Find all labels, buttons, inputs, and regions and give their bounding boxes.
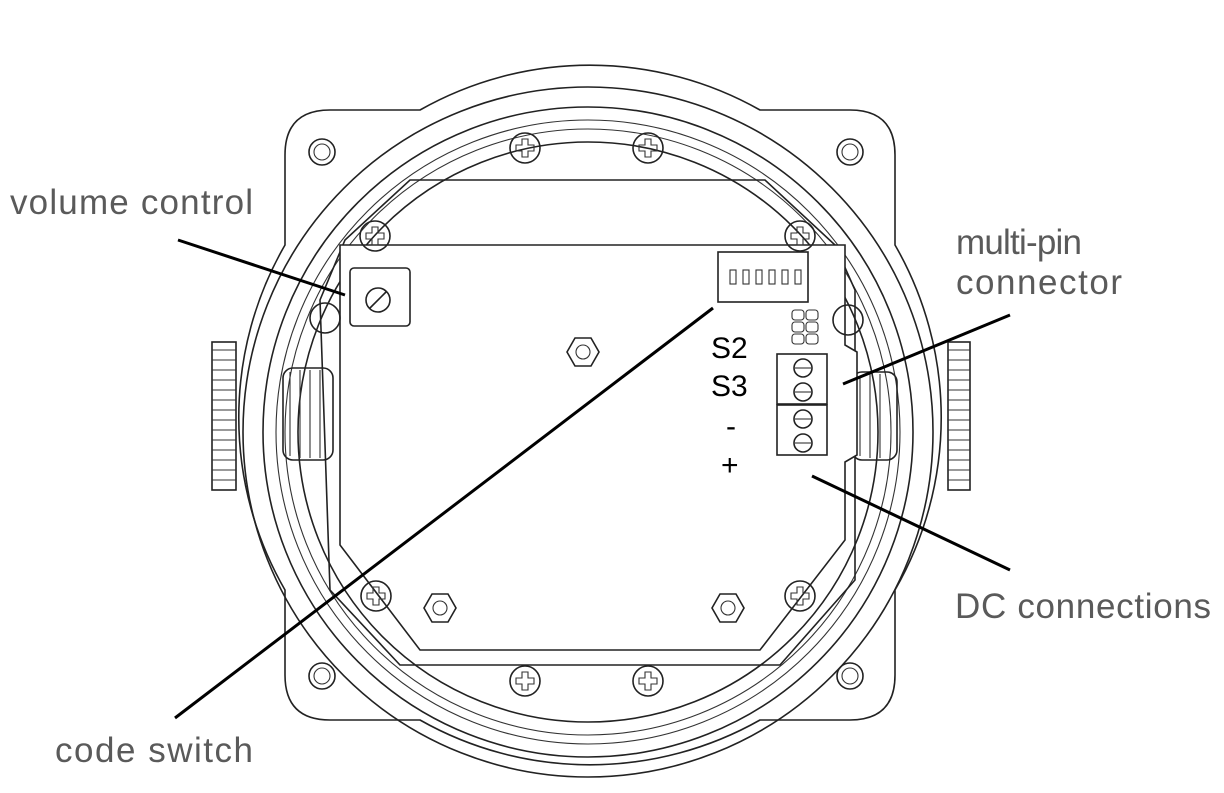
leader-volume-control [177,238,346,297]
terminal-label-minus: - [726,410,736,443]
left-cable-entry [211,341,334,491]
circuit-board [339,244,858,651]
volume-control-potentiometer [349,267,411,327]
terminal-label-s3: S3 [711,370,748,403]
callout-multi-pin: multi-pin [956,223,1082,262]
hex-nuts [423,337,745,623]
multi-pin-header [791,309,819,345]
code-switch-dip [717,251,809,303]
inner-plate [319,179,856,666]
mounting-flange [237,64,943,766]
callout-connector: connector [956,263,1122,302]
callout-volume-control: volume control [10,183,253,222]
callout-code-switch: code switch [55,731,253,770]
terminal-block [776,353,828,456]
housing-rings [242,86,934,778]
terminal-label-s2: S2 [711,332,748,365]
terminal-label-plus: + [721,449,739,482]
leader-dc-connections [811,474,1011,572]
leader-code-switch [174,306,714,720]
corner-holes [308,138,864,690]
callout-dc-connections: DC connections [955,587,1211,626]
mounting-boss [309,302,341,334]
mounting-boss [832,304,864,336]
cross-screws [359,132,816,697]
leader-multi-pin [842,313,1011,386]
